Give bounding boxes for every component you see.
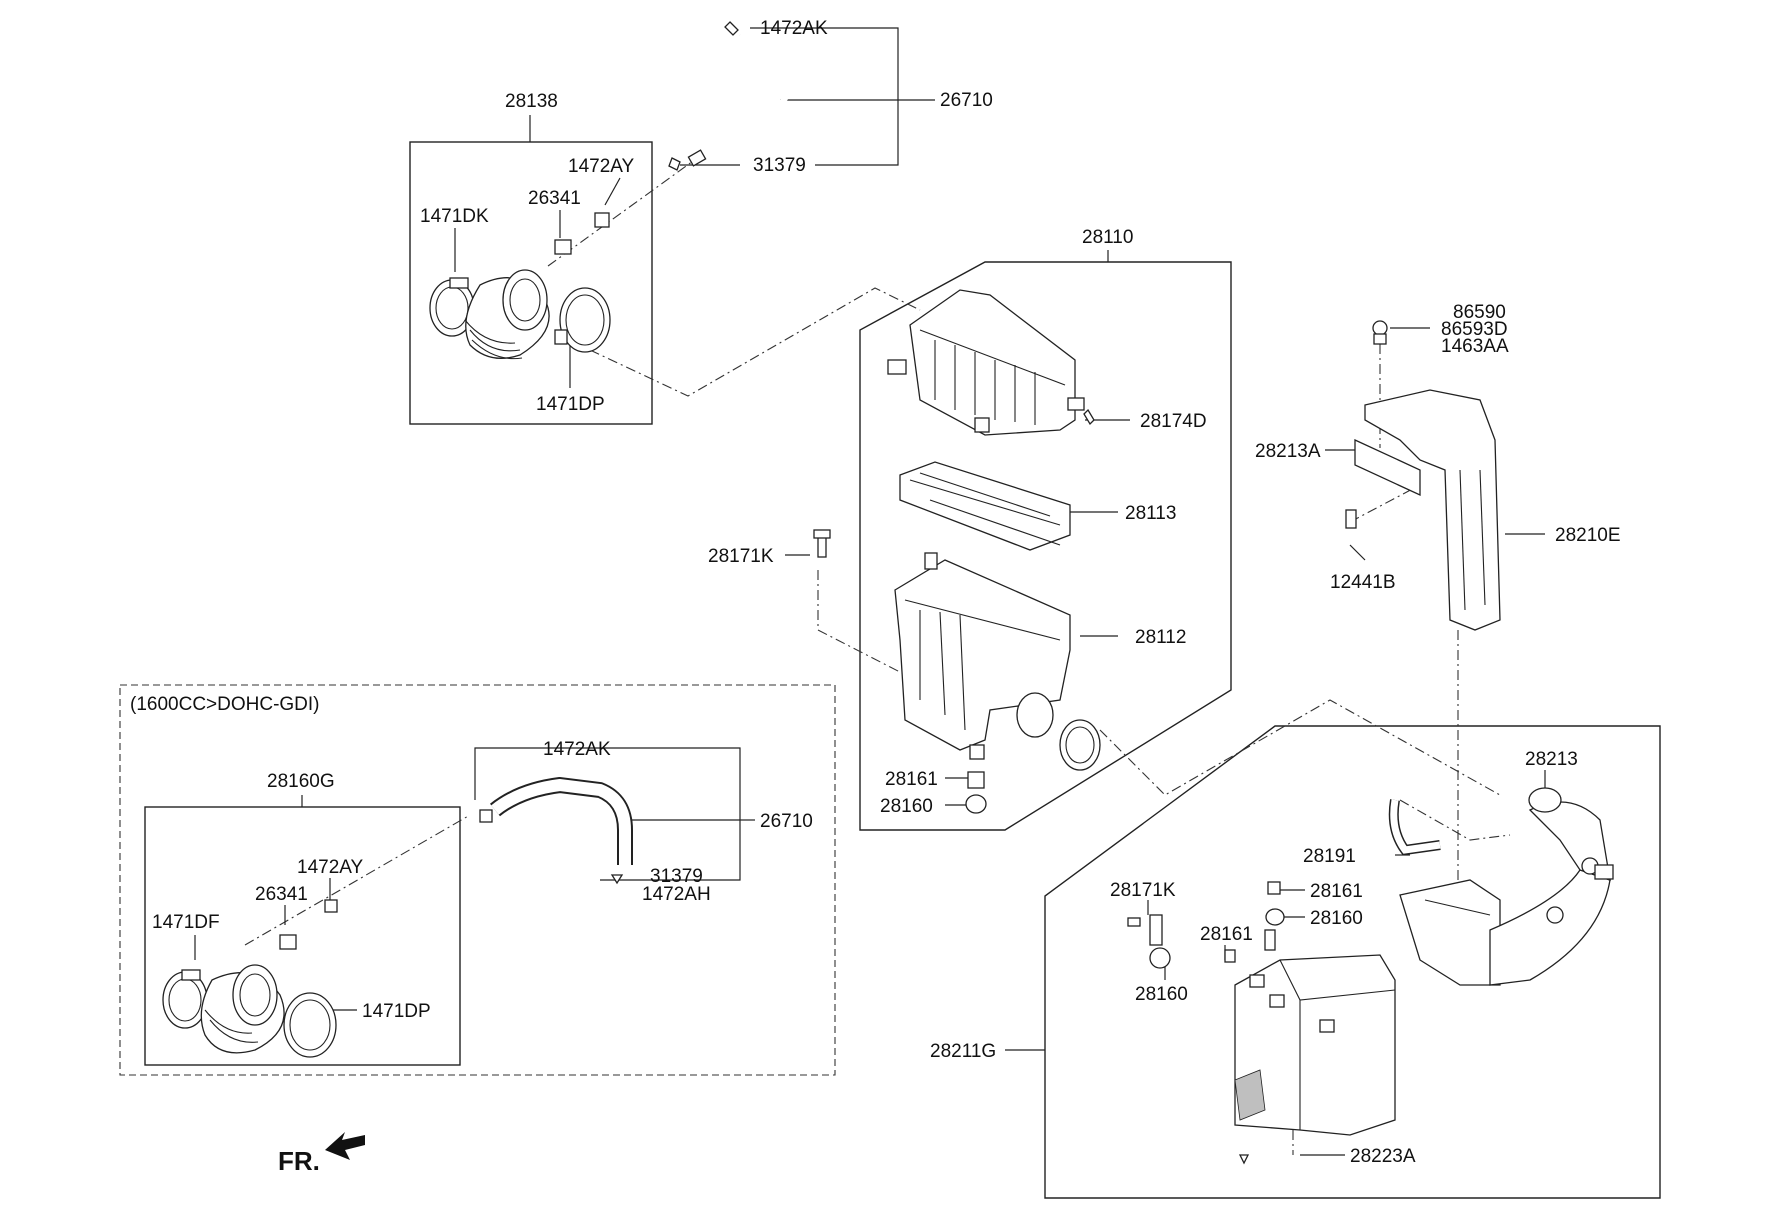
resonator-box-28211G (1127, 881, 1396, 1165)
box-28211G (1044, 725, 1661, 1199)
front-direction-arrow (325, 1132, 365, 1160)
box-28138 (409, 141, 653, 425)
label-28160-mid: 28160 (880, 796, 933, 817)
label-28110: 28110 (1082, 227, 1133, 248)
label-26710-low: 26710 (760, 811, 813, 832)
label-28171K-low: 28171K (1110, 880, 1176, 901)
label-1472AK-top: 1472AK (760, 18, 828, 39)
label-26341-top: 26341 (528, 188, 581, 209)
link-throttle-to-cover (589, 287, 921, 397)
link-hose-low (244, 814, 471, 946)
label-28160-low-a: 28160 (1310, 908, 1363, 929)
label-28138: 28138 (505, 91, 558, 112)
label-28223A: 28223A (1350, 1146, 1416, 1167)
label-28171K-mid: 28171K (708, 546, 774, 567)
label-28113: 28113 (1125, 503, 1176, 524)
label-28174D: 28174D (1140, 411, 1207, 432)
label-26341-low: 26341 (255, 884, 308, 905)
breather-hose-low (479, 776, 633, 885)
label-86590: 86590 (1453, 302, 1506, 323)
label-28210E: 28210E (1555, 525, 1621, 546)
label-28160-low-b: 28160 (1135, 984, 1188, 1005)
variant-note: (1600CC>DOHC-GDI) (130, 694, 320, 715)
label-26710-top: 26710 (940, 90, 993, 111)
leader-lines (194, 27, 1546, 1156)
label-28211G: 28211G (930, 1041, 996, 1062)
link-body-to-box (1099, 699, 1501, 796)
label-28191: 28191 (1303, 846, 1356, 867)
label-1471DP-low: 1471DP (362, 1001, 431, 1022)
air-cleaner-cover-28110 (887, 289, 1085, 436)
label-1463AA: 1463AA (1441, 336, 1509, 357)
label-1471DP-top: 1471DP (536, 394, 605, 415)
box-28110 (859, 261, 1232, 831)
air-filter-28113 (899, 461, 1071, 551)
link-28191 (1399, 799, 1511, 841)
label-28112: 28112 (1135, 627, 1186, 648)
label-86593D: 86593D (1441, 319, 1508, 340)
label-28213A: 28213A (1255, 441, 1321, 462)
orientation-label: FR. (278, 1146, 320, 1176)
throttle-body-top (429, 212, 611, 360)
hose-28191 (1388, 799, 1441, 856)
label-28161-mid: 28161 (885, 769, 938, 790)
resonator-28213 (1399, 787, 1614, 986)
label-1472AK-low: 1472AK (543, 739, 611, 760)
label-31379-low: 31379 (650, 866, 703, 887)
label-1472AY-low: 1472AY (297, 857, 364, 878)
link-bolt-28171K (817, 570, 936, 691)
label-1471DK: 1471DK (420, 206, 489, 227)
label-1472AH: 1472AH (642, 884, 711, 905)
air-cleaner-body-28112 (813, 408, 1101, 814)
label-1471DF: 1471DF (152, 912, 220, 933)
label-28161-low-b: 28161 (1200, 924, 1253, 945)
air-duct-28210E (1345, 320, 1501, 631)
label-28213: 28213 (1525, 749, 1578, 770)
breather-hose-top (668, 21, 794, 171)
label-31379-top: 31379 (753, 155, 806, 176)
variant-group-box (119, 684, 836, 1076)
label-28160G: 28160G (267, 771, 335, 792)
link-bolt-12441B (1349, 484, 1421, 523)
label-28161-low-a: 28161 (1310, 881, 1363, 902)
label-1472AY-top: 1472AY (568, 156, 635, 177)
throttle-body-low (162, 899, 338, 1058)
label-12441B: 12441B (1330, 572, 1396, 593)
